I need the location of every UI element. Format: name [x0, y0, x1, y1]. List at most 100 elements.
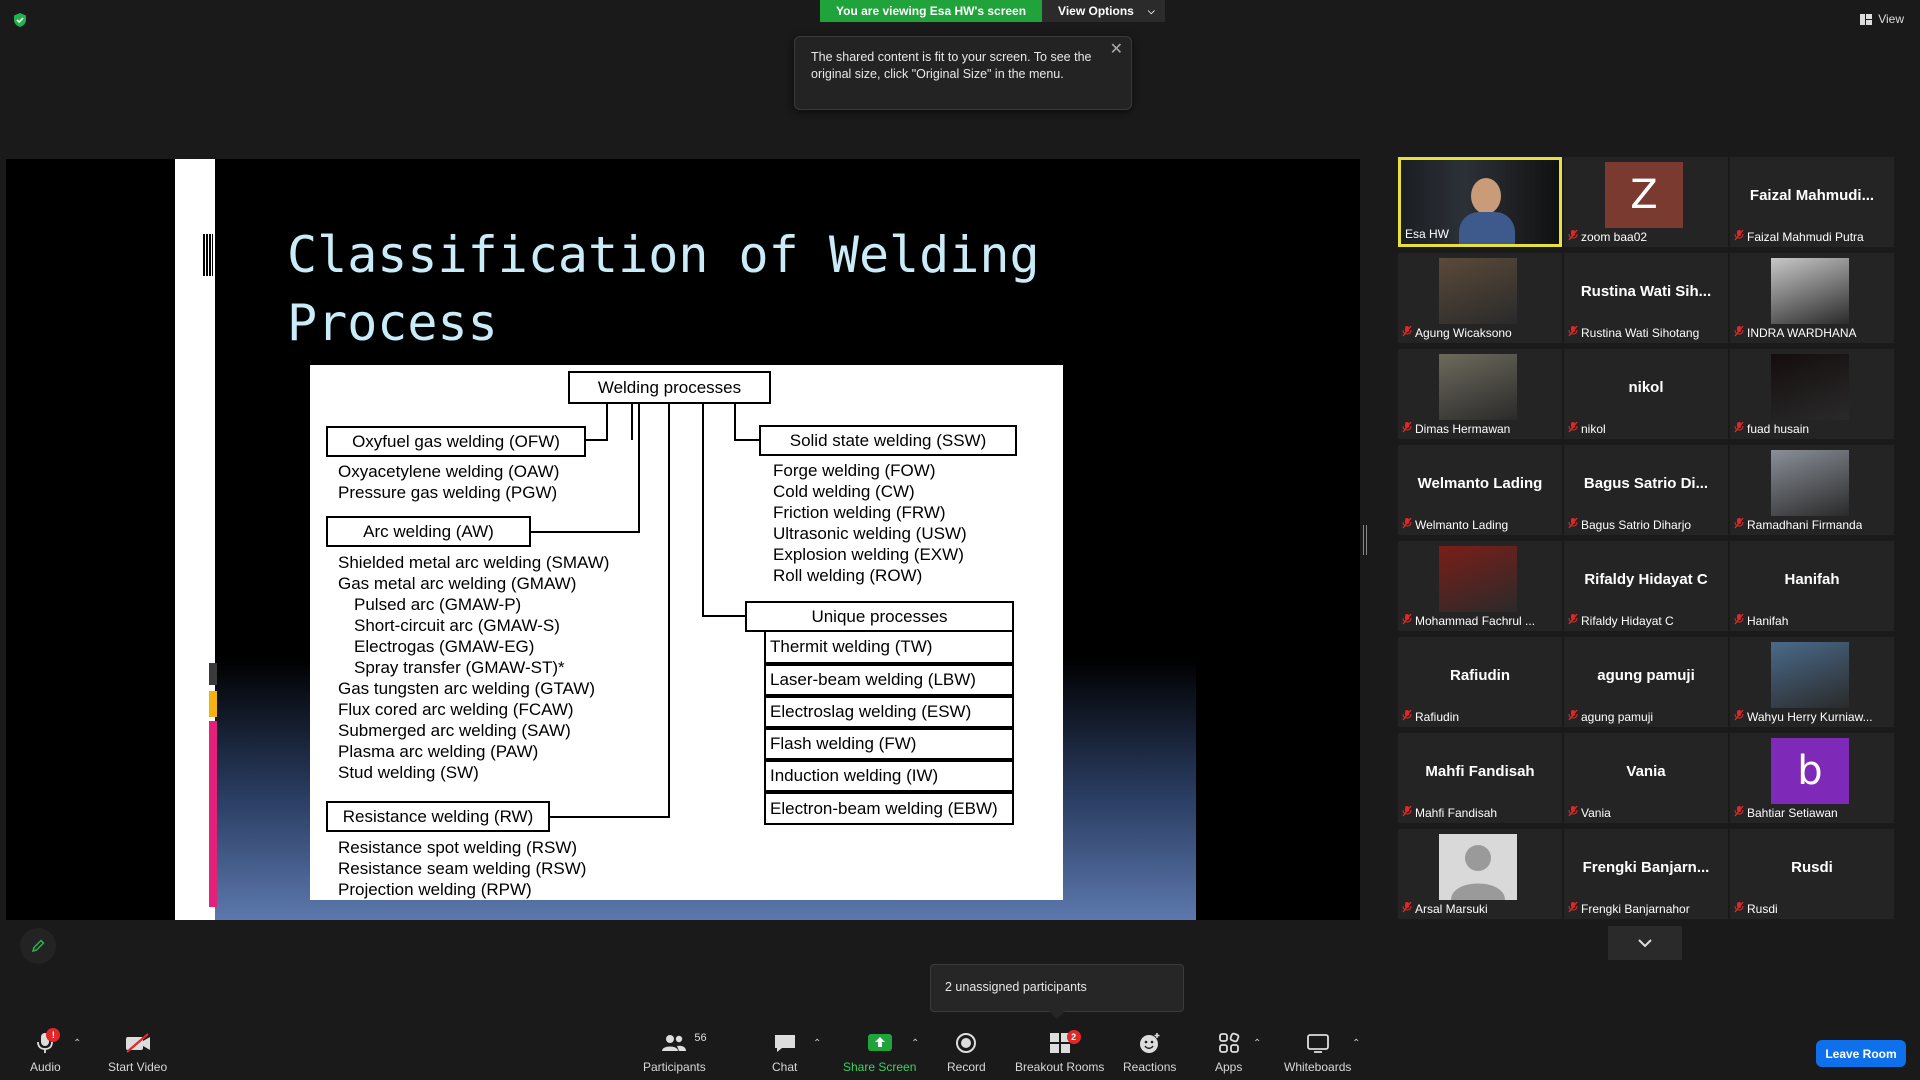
participant-tile[interactable]: Bagus Satrio Di...Bagus Satrio Diharjo — [1564, 445, 1728, 535]
participant-tile[interactable]: INDRA WARDHANA — [1730, 253, 1894, 343]
participant-photo — [1771, 450, 1849, 516]
participant-name-label: INDRA WARDHANA — [1734, 325, 1857, 340]
view-button[interactable]: View — [1860, 12, 1904, 26]
view-label: View — [1878, 12, 1904, 26]
participant-tile[interactable]: fuad husain — [1730, 349, 1894, 439]
video-off-icon — [124, 1030, 152, 1056]
participant-tile[interactable]: Rustina Wati Sih...Rustina Wati Sihotang — [1564, 253, 1728, 343]
diagram-connectors — [531, 404, 759, 818]
slide-deco-yellow — [209, 691, 217, 717]
reactions-button[interactable]: Reactions — [1123, 1030, 1176, 1074]
share-options-caret-icon[interactable]: ⌃ — [911, 1038, 920, 1049]
view-options-button[interactable]: View Options ⌵ — [1042, 0, 1165, 22]
participant-name-label: zoom baa02 — [1568, 229, 1647, 244]
participant-tile[interactable]: Wahyu Herry Kurniaw... — [1730, 637, 1894, 727]
security-shield-icon[interactable] — [12, 12, 28, 28]
participant-tile[interactable]: Arsal Marsuki — [1398, 829, 1562, 919]
start-video-button[interactable]: Start Video — [108, 1030, 167, 1074]
split-resize-handle[interactable] — [1363, 525, 1367, 555]
share-screen-button[interactable]: Share Screen — [843, 1030, 916, 1074]
grid-view-icon — [1860, 13, 1873, 25]
chat-options-caret-icon[interactable]: ⌃ — [813, 1038, 822, 1049]
participant-tile[interactable]: Faizal Mahmudi...Faizal Mahmudi Putra — [1730, 157, 1894, 247]
participant-display-name: Faizal Mahmudi... — [1749, 187, 1875, 204]
breakout-rooms-button[interactable]: 2 Breakout Rooms — [1015, 1030, 1104, 1074]
participant-name: Arsal Marsuki — [1415, 901, 1488, 916]
view-options-label: View Options — [1058, 4, 1134, 18]
record-icon — [955, 1030, 977, 1056]
whiteboards-button[interactable]: Whiteboards — [1284, 1030, 1351, 1074]
slide-left-stripe — [175, 159, 215, 920]
gallery-next-page-button[interactable] — [1608, 926, 1682, 960]
muted-mic-icon — [1734, 901, 1744, 916]
apps-button[interactable]: Apps — [1215, 1030, 1242, 1074]
muted-mic-icon — [1568, 421, 1578, 436]
participant-tile[interactable]: Dimas Hermawan — [1398, 349, 1562, 439]
muted-mic-icon — [1402, 613, 1412, 628]
avatar-letter: b — [1797, 748, 1823, 794]
close-icon[interactable]: ✕ — [1109, 41, 1123, 58]
record-button[interactable]: Record — [947, 1030, 986, 1074]
participant-name: Mahfi Fandisah — [1415, 805, 1498, 820]
welding-processes-box: Welding processes — [568, 371, 771, 404]
participant-tile[interactable]: Rifaldy Hidayat C Rifaldy Hidayat C — [1564, 541, 1728, 631]
shared-screen[interactable]: Classification of Welding Process Weldin… — [6, 159, 1360, 920]
participant-display-name: Rifaldy Hidayat C — [1584, 571, 1708, 588]
ofw-box: Oxyfuel gas welding (OFW) — [326, 426, 586, 457]
participant-name-label: Agung Wicaksono — [1402, 325, 1512, 340]
participant-name: Rifaldy Hidayat C — [1581, 613, 1674, 628]
participants-count: 56 — [694, 1032, 707, 1044]
whiteboards-options-caret-icon[interactable]: ⌃ — [1352, 1038, 1361, 1049]
participant-display-name: Rustina Wati Sih... — [1580, 283, 1712, 300]
aw-sub-item: Pulsed arc (GMAW-P) — [354, 595, 522, 614]
muted-mic-icon — [1568, 517, 1578, 532]
leave-room-button[interactable]: Leave Room — [1816, 1040, 1906, 1067]
breakout-rooms-icon: 2 — [1049, 1030, 1081, 1056]
participant-display-name: Rusdi — [1791, 859, 1833, 876]
viewing-banner: You are viewing Esa HW's screen View Opt… — [820, 0, 1165, 22]
participant-name: Mohammad Fachrul ... — [1415, 613, 1536, 628]
apps-options-caret-icon[interactable]: ⌃ — [1253, 1038, 1262, 1049]
chat-button[interactable]: Chat — [772, 1030, 797, 1074]
participant-name-label: Ramadhani Firmanda — [1734, 517, 1862, 532]
participant-tile[interactable]: Agung Wicaksono — [1398, 253, 1562, 343]
aw-item: Shielded metal arc welding (SMAW) — [338, 553, 610, 572]
participant-name: zoom baa02 — [1581, 229, 1648, 244]
unique-item: Flash welding (FW) — [764, 728, 1014, 760]
participant-tile[interactable]: Mohammad Fachrul ... — [1398, 541, 1562, 631]
aw-item: Plasma arc welding (PAW) — [338, 742, 539, 761]
participant-name: fuad husain — [1747, 421, 1810, 436]
participants-button[interactable]: 56 Participants — [643, 1030, 707, 1074]
participant-name-label: fuad husain — [1734, 421, 1809, 436]
ofw-item: Oxyacetylene welding (OAW) — [338, 462, 560, 481]
participant-display-name: nikol — [1628, 379, 1664, 396]
participant-tile[interactable]: Ramadhani Firmanda — [1730, 445, 1894, 535]
whiteboards-label: Whiteboards — [1284, 1060, 1352, 1074]
participant-photo — [1771, 642, 1849, 708]
tooltip-text: The shared content is fit to your screen… — [811, 50, 1092, 81]
participant-tile[interactable]: Frengki Banjarn...Frengki Banjarnahor — [1564, 829, 1728, 919]
audio-options-caret-icon[interactable]: ⌃ — [73, 1038, 82, 1049]
participant-video-person — [1471, 178, 1501, 214]
audio-button[interactable]: ! Audio — [30, 1028, 61, 1074]
muted-mic-icon — [1734, 325, 1744, 340]
unassigned-participants-popup[interactable]: 2 unassigned participants — [930, 964, 1184, 1019]
participant-name-label: Bagus Satrio Diharjo — [1568, 517, 1691, 532]
annotate-pencil-button[interactable] — [20, 928, 56, 964]
participant-display-name: Frengki Banjarn... — [1582, 859, 1710, 876]
participant-tile[interactable]: Esa HW — [1398, 157, 1562, 247]
muted-mic-icon — [1402, 421, 1412, 436]
breakout-rooms-label: Breakout Rooms — [1015, 1060, 1105, 1074]
muted-mic-icon — [1734, 709, 1744, 724]
